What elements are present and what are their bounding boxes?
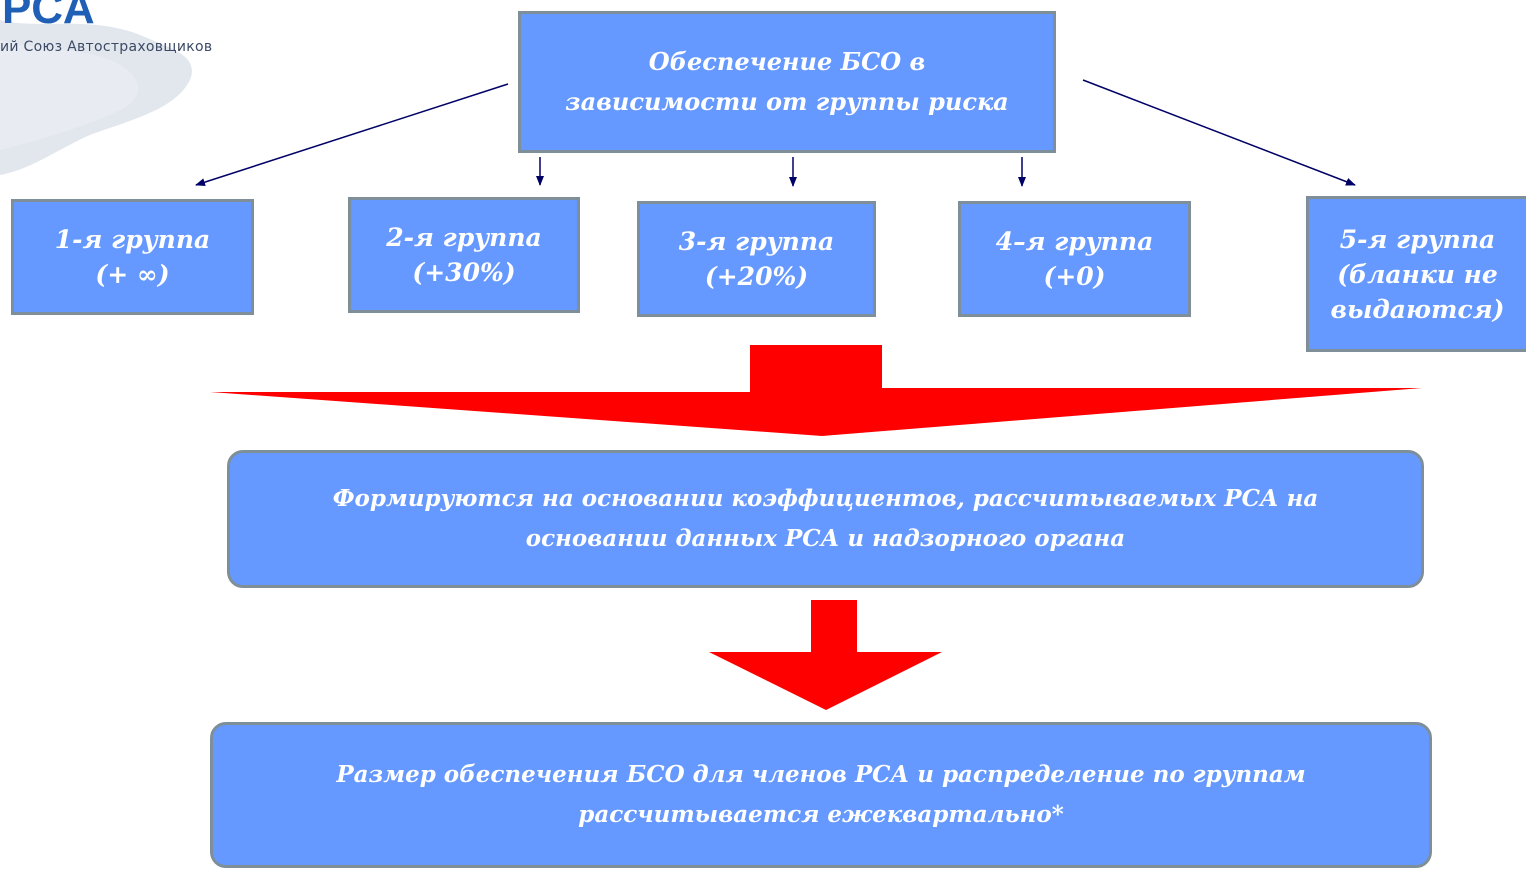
coefficients-line1: Формируются на основании коэффициентов, … — [332, 485, 1319, 512]
connector-to-group-1 — [195, 83, 509, 187]
group-1-value: (+ ∞) — [95, 260, 170, 289]
group-1-box: 1-я группа (+ ∞) — [11, 199, 254, 315]
group-4-value: (+0) — [1043, 262, 1106, 291]
group-3-value: (+20%) — [704, 262, 809, 291]
logo-wordmark: РСА — [2, 0, 96, 33]
risk-group-title-line1: Обеспечение БСО в — [648, 47, 926, 76]
group-3-box: 3-я группа (+20%) — [637, 201, 876, 317]
group-5-value-line2: выдаются) — [1330, 294, 1505, 324]
logo: РСА ий Союз Автостраховщиков — [0, 0, 330, 180]
group-5-label: 5-я группа — [1339, 224, 1496, 254]
down-arrow — [709, 600, 942, 710]
coefficients-line2: основании данных РСА и надзорного органа — [525, 525, 1126, 552]
risk-group-title-box: Обеспечение БСО в зависимости от группы … — [518, 11, 1056, 153]
connector-to-group-5 — [1082, 79, 1356, 186]
logo-subtitle: ий Союз Автостраховщиков — [0, 39, 213, 55]
group-5-value-line1: (бланки не — [1337, 259, 1498, 289]
group-1-label: 1-я группа — [54, 225, 211, 254]
risk-group-title-line2: зависимости от группы риска — [565, 87, 1009, 116]
group-5-box: 5-я группа (бланки не выдаются) — [1306, 196, 1526, 352]
group-2-value: (+30%) — [412, 258, 516, 287]
group-3-label: 3-я группа — [678, 227, 835, 256]
group-4-label: 4–я группа — [995, 227, 1154, 256]
coefficients-box: Формируются на основании коэффициентов, … — [227, 450, 1424, 588]
group-4-box: 4–я группа (+0) — [958, 201, 1191, 317]
russia-map-icon — [0, 20, 192, 175]
merge-arrow — [210, 345, 1422, 436]
quarterly-calculation-box: Размер обеспечения БСО для членов РСА и … — [210, 722, 1432, 868]
group-2-box: 2-я группа (+30%) — [348, 197, 580, 313]
quarterly-line2: рассчитывается ежеквартально* — [578, 801, 1064, 828]
group-2-label: 2-я группа — [386, 223, 542, 252]
quarterly-line1: Размер обеспечения БСО для членов РСА и … — [336, 761, 1306, 788]
